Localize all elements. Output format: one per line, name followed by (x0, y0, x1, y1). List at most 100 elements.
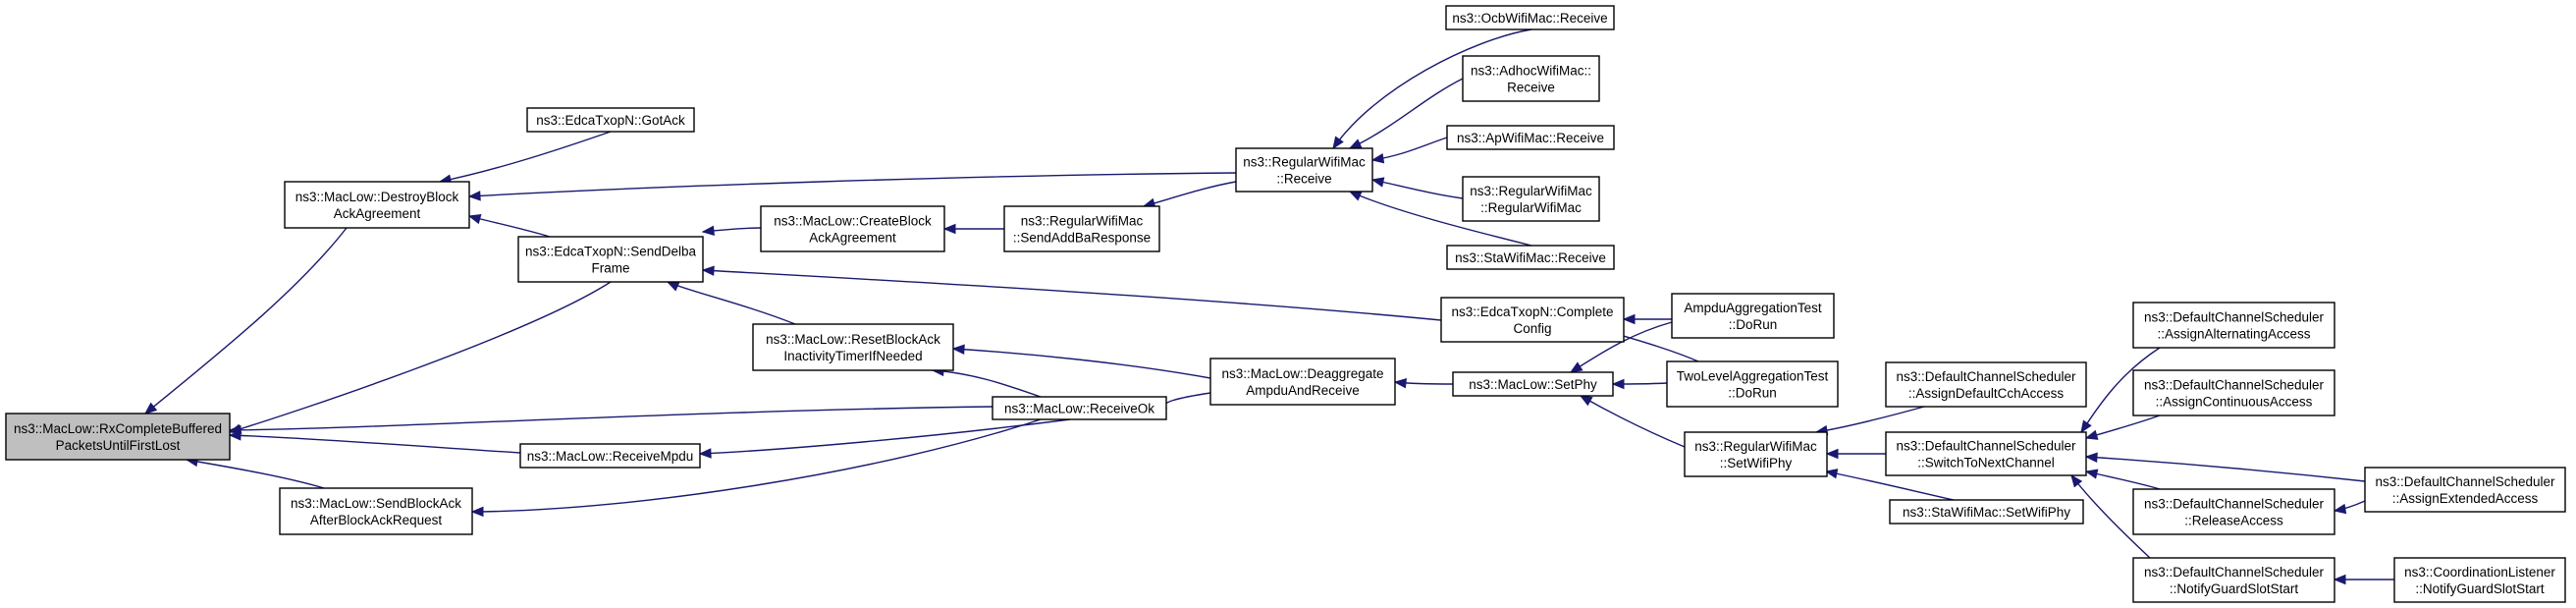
function-node[interactable]: ns3::StaWifiMac::Receive (1446, 245, 1615, 270)
call-edge (2084, 469, 2161, 490)
node-label: ns3::MacLow::ReceiveMpdu (527, 449, 694, 464)
arrowhead-icon (470, 506, 484, 518)
node-label: ::SendAddBaResponse (1013, 231, 1151, 246)
edge-line (2085, 415, 2161, 439)
call-edge (1611, 378, 1668, 390)
node-label: ::SwitchToNextChannel (1917, 456, 2055, 470)
function-node[interactable]: ns3::DefaultChannelScheduler::AssignDefa… (1885, 361, 2087, 408)
edge-line (439, 131, 612, 183)
function-node[interactable]: ns3::OcbWifiMac::Receive (1445, 5, 1615, 30)
node-label: ns3::DefaultChannelScheduler (1896, 439, 2076, 454)
node-label: AckAgreement (809, 231, 896, 246)
call-edge (143, 227, 348, 415)
function-node[interactable]: TwoLevelAggregationTest::DoRun (1666, 360, 1839, 408)
edge-line (1349, 78, 1464, 149)
call-edge (701, 225, 762, 237)
function-node[interactable]: ns3::EdcaTxopN::GotAck (526, 107, 695, 133)
arrowhead-icon (701, 265, 715, 276)
arrowhead-icon (467, 213, 482, 225)
call-edge (2084, 415, 2161, 440)
arrowhead-icon (2070, 473, 2083, 488)
function-node[interactable]: ns3::ApWifiMac::Receive (1446, 125, 1615, 150)
function-node[interactable]: ns3::RegularWifiMac::Receive (1235, 147, 1373, 193)
node-label: ns3::EdcaTxopN::SendDelba (525, 245, 697, 259)
node-label: AmpduAndReceive (1246, 383, 1360, 398)
arrowhead-icon (951, 344, 965, 355)
function-node[interactable]: ns3::DefaultChannelScheduler::ReleaseAcc… (2132, 488, 2335, 535)
function-node[interactable]: ns3::MacLow::SendBlockAckAfterBlockAckRe… (279, 487, 473, 535)
edge-line (468, 215, 551, 238)
call-edge (467, 213, 551, 238)
node-label: ::AssignAlternatingAccess (2157, 327, 2310, 342)
call-edge (228, 406, 993, 436)
function-node[interactable]: ns3::DefaultChannelScheduler::NotifyGuar… (2132, 557, 2335, 603)
node-box (1003, 205, 1160, 252)
function-node[interactable]: ns3::DefaultChannelScheduler::AssignCont… (2132, 369, 2335, 416)
node-label: ns3::MacLow::CreateBlock (774, 214, 932, 229)
call-edge (951, 344, 1211, 379)
function-node[interactable]: ns3::MacLow::ReceiveOk (992, 396, 1167, 420)
node-label: ns3::OcbWifiMac::Receive (1452, 11, 1607, 26)
arrowhead-icon (698, 448, 712, 459)
call-edge (2070, 473, 2151, 559)
function-node[interactable]: ns3::DefaultChannelScheduler::AssignExte… (2364, 467, 2566, 513)
node-label: ns3::MacLow::Deaggregate (1221, 366, 1383, 381)
edge-line (2085, 456, 2366, 482)
node-label: ::AssignContinuousAccess (2156, 395, 2313, 410)
call-edge (1332, 28, 1532, 150)
node-box (1462, 176, 1600, 222)
function-node[interactable]: ns3::RegularWifiMac::SendAddBaResponse (1003, 205, 1160, 252)
node-box (1462, 55, 1600, 102)
function-node[interactable]: ns3::StaWifiMac::SetWifiPhy (1889, 499, 2084, 525)
node-label: ns3::StaWifiMac::SetWifiPhy (1903, 505, 2070, 520)
edge-line (1825, 470, 1955, 501)
function-node[interactable]: ns3::DefaultChannelScheduler::SwitchToNe… (1885, 431, 2087, 476)
edge-line (144, 227, 348, 415)
call-edge (1814, 406, 1925, 436)
function-node[interactable]: ns3::RegularWifiMac::SetWifiPhy (1684, 431, 1828, 477)
node-box (992, 396, 1167, 420)
node-label: AckAgreement (334, 206, 421, 221)
function-node[interactable]: ns3::MacLow::ReceiveMpdu (519, 443, 701, 469)
edge-line (699, 418, 1071, 455)
function-node[interactable]: ns3::AdhocWifiMac::Receive (1462, 55, 1600, 102)
node-label: Frame (591, 261, 629, 276)
call-edge (438, 131, 612, 185)
node-box (1446, 125, 1615, 150)
node-label: ::RegularWifiMac (1480, 200, 1582, 215)
node-label: ns3::MacLow::ResetBlockAck (766, 332, 940, 347)
function-node[interactable]: ns3::RegularWifiMac::RegularWifiMac (1462, 176, 1600, 222)
arrowhead-icon (228, 430, 242, 441)
node-box (1885, 431, 2087, 476)
call-edge (185, 456, 325, 489)
node-box (2132, 302, 2335, 349)
function-node[interactable]: ns3::MacLow::SetPhy (1452, 371, 1614, 397)
function-node[interactable]: ns3::MacLow::RxCompleteBufferedPacketsUn… (5, 413, 231, 461)
call-edge (1370, 137, 1448, 164)
node-label: ns3::ApWifiMac::Receive (1457, 131, 1604, 145)
node-box (519, 443, 701, 469)
function-node[interactable]: ns3::CoordinationListener::NotifyGuardSl… (2393, 557, 2566, 603)
node-box (279, 487, 473, 535)
call-edge (666, 281, 796, 325)
function-node[interactable]: ns3::DefaultChannelScheduler::AssignAlte… (2132, 302, 2335, 349)
node-label: ns3::EdcaTxopN::GotAck (536, 113, 685, 128)
node-box (2132, 369, 2335, 416)
node-label: ns3::MacLow::SendBlockAck (291, 496, 461, 511)
call-edge (1348, 78, 1464, 149)
function-node[interactable]: ns3::MacLow::ResetBlockAckInactivityTime… (752, 323, 954, 371)
call-edge (1824, 469, 1955, 501)
function-node[interactable]: AmpduAggregationTest::DoRun (1671, 293, 1835, 339)
node-label: ::Receive (1276, 172, 1331, 187)
arrowhead-icon (2084, 469, 2099, 479)
arrowhead-icon (143, 402, 158, 415)
node-box (1889, 499, 2084, 525)
node-box (526, 107, 695, 133)
node-box (2132, 557, 2335, 603)
node-label: ns3::RegularWifiMac (1694, 439, 1817, 454)
